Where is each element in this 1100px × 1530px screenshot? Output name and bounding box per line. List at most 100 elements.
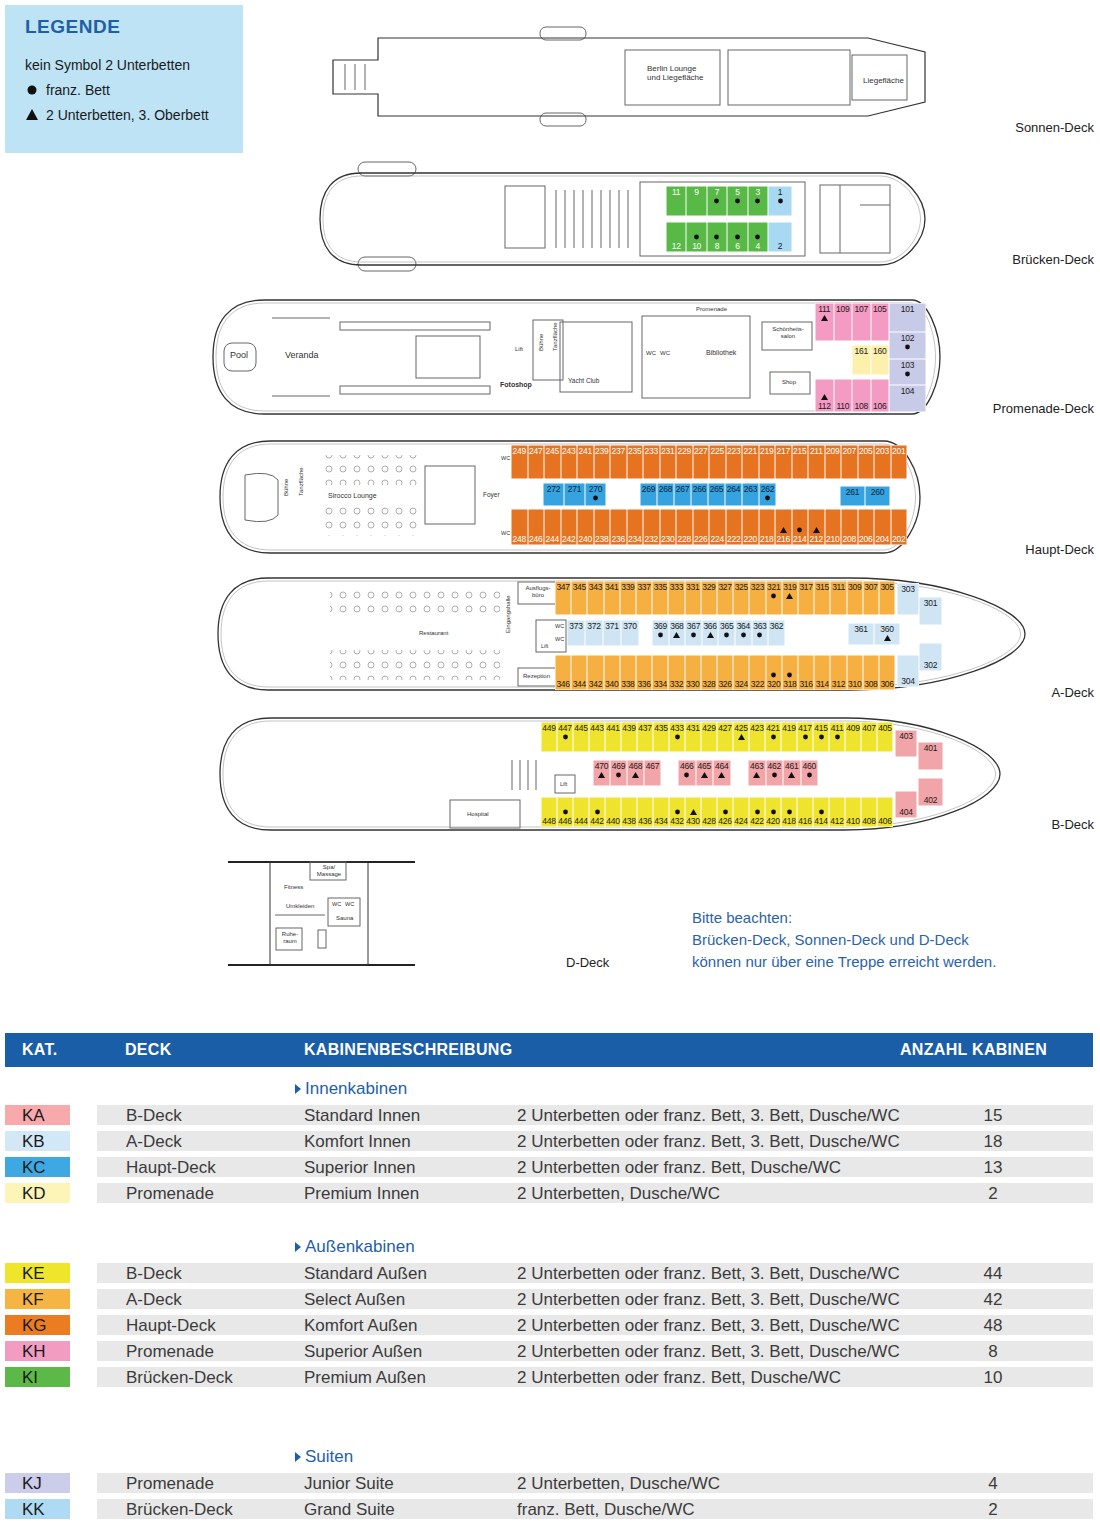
double-bed-symbol	[674, 809, 681, 815]
room-label: Eingangshalle	[505, 594, 512, 634]
cabin-number: 411	[831, 723, 844, 733]
cabin-number: 334	[654, 679, 667, 689]
bed-triangle	[753, 772, 760, 778]
cabin-box: 305	[879, 581, 895, 615]
cabin-number: 267	[676, 484, 689, 494]
cabin-box: 225	[709, 445, 726, 479]
bed-triangle	[786, 593, 793, 599]
cabin-number: 428	[702, 816, 715, 826]
cabin-number: 319	[783, 582, 796, 592]
double-bed-symbol	[713, 198, 720, 204]
plan-line	[518, 582, 556, 604]
cabin-box: 248	[511, 509, 528, 545]
cabin-box: 216	[775, 509, 792, 545]
plan-line	[625, 50, 720, 105]
bed-dot	[755, 810, 760, 815]
cabin-box: 324	[733, 655, 749, 690]
cabin-number: 206	[859, 534, 872, 544]
bed-dot	[694, 235, 699, 240]
bed-dot	[563, 735, 568, 740]
cabin-box: 1	[768, 186, 792, 216]
cabin-box: 204	[874, 509, 891, 545]
cabin-box: 272	[543, 483, 564, 506]
cabin-number: 8	[715, 241, 719, 251]
cabin-number: 460	[803, 761, 816, 771]
cabin-number: 339	[621, 582, 634, 592]
table-cell: 2 Unterbetten oder franz. Bett, Dusche/W…	[517, 1368, 841, 1388]
plan-line	[450, 800, 520, 828]
cabin-box: 243	[561, 445, 578, 479]
cabin-number: 11	[672, 187, 680, 197]
double-bed-symbol	[683, 772, 690, 778]
plan-line	[5, 1263, 70, 1283]
cabin-box: 263	[742, 483, 759, 506]
plan-line	[318, 930, 326, 948]
cabin-box: 249	[511, 445, 528, 479]
third-bed-symbol	[753, 772, 760, 778]
cabin-number: 340	[605, 679, 618, 689]
cabin-box: 8	[707, 222, 727, 252]
cabin-number: 369	[654, 621, 667, 631]
plan-line	[5, 1499, 70, 1519]
cabin-number: 269	[642, 484, 655, 494]
cabin-box: 423	[749, 722, 765, 752]
cabin-box: 414	[813, 797, 829, 827]
cabin-number: 419	[782, 723, 795, 733]
cabin-number: 414	[814, 816, 827, 826]
cabin-number: 337	[637, 582, 650, 592]
table-cell: 15	[973, 1106, 1013, 1126]
cabin-box: 417	[797, 722, 813, 752]
cabin-number: 3	[756, 187, 760, 197]
cabin-number: 110	[836, 401, 849, 411]
double-bed-symbol	[904, 344, 911, 350]
section-heading: Außenkabinen	[305, 1237, 415, 1257]
cabin-box: 302	[919, 643, 942, 671]
cabin-number: 345	[573, 582, 586, 592]
cabin-box: 438	[621, 797, 637, 827]
plan-line	[762, 322, 812, 350]
cabin-box: 432	[669, 797, 685, 827]
cabin-box: 330	[685, 655, 701, 690]
cabin-number: 222	[727, 534, 740, 544]
cabin-number: 214	[793, 534, 806, 544]
double-bed-symbol	[904, 371, 911, 377]
cabin-number: 111	[818, 304, 830, 314]
cabin-box: 469	[610, 760, 627, 786]
cabin-number: 263	[744, 484, 757, 494]
cabin-number: 232	[645, 534, 658, 544]
cabin-number: 106	[873, 401, 886, 411]
hull-inner-line	[223, 721, 996, 827]
cabin-number: 311	[832, 582, 845, 592]
room-label: Promenade	[695, 306, 728, 313]
cabin-number: 333	[670, 582, 683, 592]
table-cell: 2 Unterbetten oder franz. Bett, 3. Bett,…	[517, 1264, 900, 1284]
table-cell: 42	[973, 1290, 1013, 1310]
cabin-box: 439	[621, 722, 637, 752]
cabin-number: 436	[638, 816, 651, 826]
table-cell: Haupt-Deck	[126, 1158, 216, 1178]
cabin-number: 447	[558, 723, 571, 733]
room-label: Lift	[540, 643, 549, 649]
cabin-number: 234	[628, 534, 641, 544]
cabin-box: 428	[701, 797, 717, 827]
double-bed-symbol	[754, 198, 761, 204]
cabin-box: 203	[874, 445, 891, 479]
plan-line	[536, 620, 566, 652]
cabin-box: 214	[792, 509, 809, 545]
table-cell: 2 Unterbetten oder franz. Bett, 3. Bett,…	[517, 1290, 900, 1310]
table-cell: KI	[22, 1368, 38, 1388]
table-cell: KJ	[22, 1474, 42, 1494]
cabin-number: 425	[734, 723, 747, 733]
room-label: WC	[500, 530, 511, 536]
double-bed-symbol	[657, 632, 664, 638]
room-label: Shop	[781, 379, 797, 386]
cabin-box: 430	[685, 797, 701, 827]
cabin-box: 325	[733, 581, 749, 615]
room-label: Lift	[514, 346, 524, 353]
cabin-number: 366	[703, 621, 716, 631]
cabin-box: 464	[713, 760, 731, 786]
plan-line	[275, 915, 325, 916]
table-cell: KB	[22, 1132, 45, 1152]
cabin-box: 442	[589, 797, 605, 827]
cabin-number: 422	[750, 816, 763, 826]
